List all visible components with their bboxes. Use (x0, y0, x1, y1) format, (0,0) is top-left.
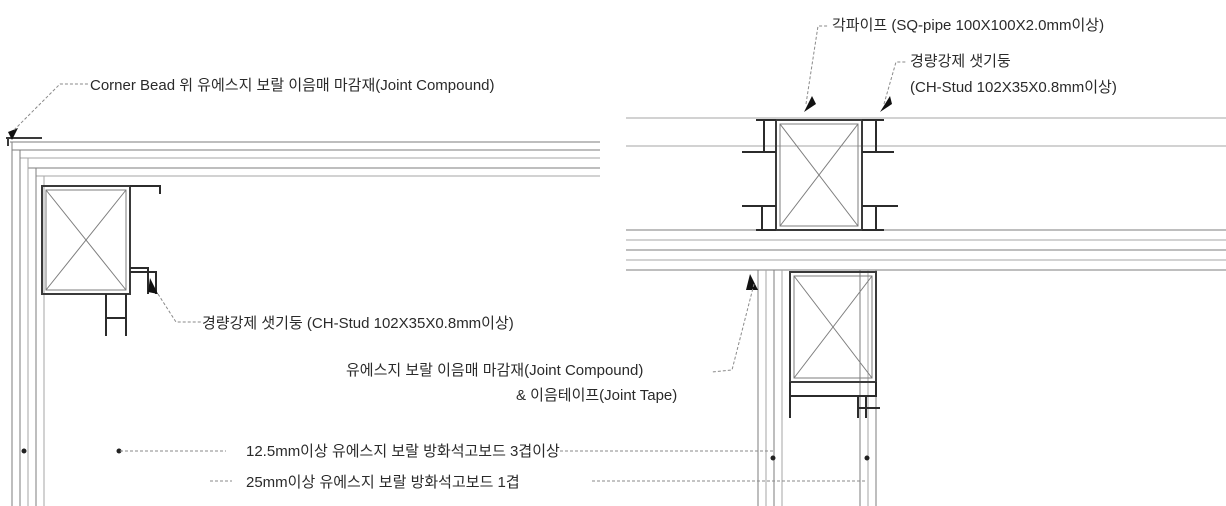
board-dot-right-2 (864, 455, 870, 461)
right-upper-c-stud-left (742, 119, 776, 231)
right-lower-c-stud (789, 382, 880, 418)
board-dot-right-1 (770, 455, 776, 461)
left-board-layers-horizontal (10, 141, 600, 177)
left-c-stud-right (130, 185, 161, 294)
board-3-layers-label: 12.5mm이상 유에스지 보랄 방화석고보드 3겹이상 (246, 443, 560, 460)
corner-bead-label: Corner Bead 위 유에스지 보랄 이음매 마감재(Joint Comp… (90, 77, 495, 94)
stud-right-label-line1: 경량강제 샛기둥 (910, 53, 1011, 70)
right-upper-c-stud-right (862, 119, 898, 231)
right-lower-square-pipe (789, 271, 877, 383)
leader-lines (13, 25, 906, 482)
left-corner-detail (6, 128, 600, 506)
joint-compound-label-line1: 유에스지 보랄 이음매 마감재(Joint Compound) (346, 362, 643, 379)
stud-left-arrow (148, 278, 158, 294)
right-board-layers-vertical (757, 270, 877, 506)
stud-right-label-line2: (CH-Stud 102X35X0.8mm이상) (910, 79, 1117, 96)
corner-bead-arrow (8, 128, 18, 140)
board-1-layer-label: 25mm이상 유에스지 보랄 방화석고보드 1겹 (246, 474, 520, 491)
board-dot-left-2 (116, 448, 122, 454)
right-upper-square-pipe (775, 119, 863, 231)
right-t-junction-detail (626, 96, 1226, 506)
sq-pipe-label: 각파이프 (SQ-pipe 100X100X2.0mm이상) (832, 17, 1104, 34)
stud-left-label: 경량강제 샛기둥 (CH-Stud 102X35X0.8mm이상) (202, 315, 514, 332)
left-board-layers-vertical (11, 142, 45, 506)
left-c-stud-bottom (105, 294, 127, 336)
stud-right-arrow (880, 96, 892, 112)
right-board-layers-horizontal (626, 117, 1226, 271)
joint-compound-label-line2: & 이음테이프(Joint Tape) (516, 387, 677, 404)
left-square-pipe (41, 185, 131, 295)
joint-compound-arrow (746, 274, 758, 290)
board-dot-left-1 (21, 448, 27, 454)
sq-pipe-arrow (804, 96, 816, 112)
